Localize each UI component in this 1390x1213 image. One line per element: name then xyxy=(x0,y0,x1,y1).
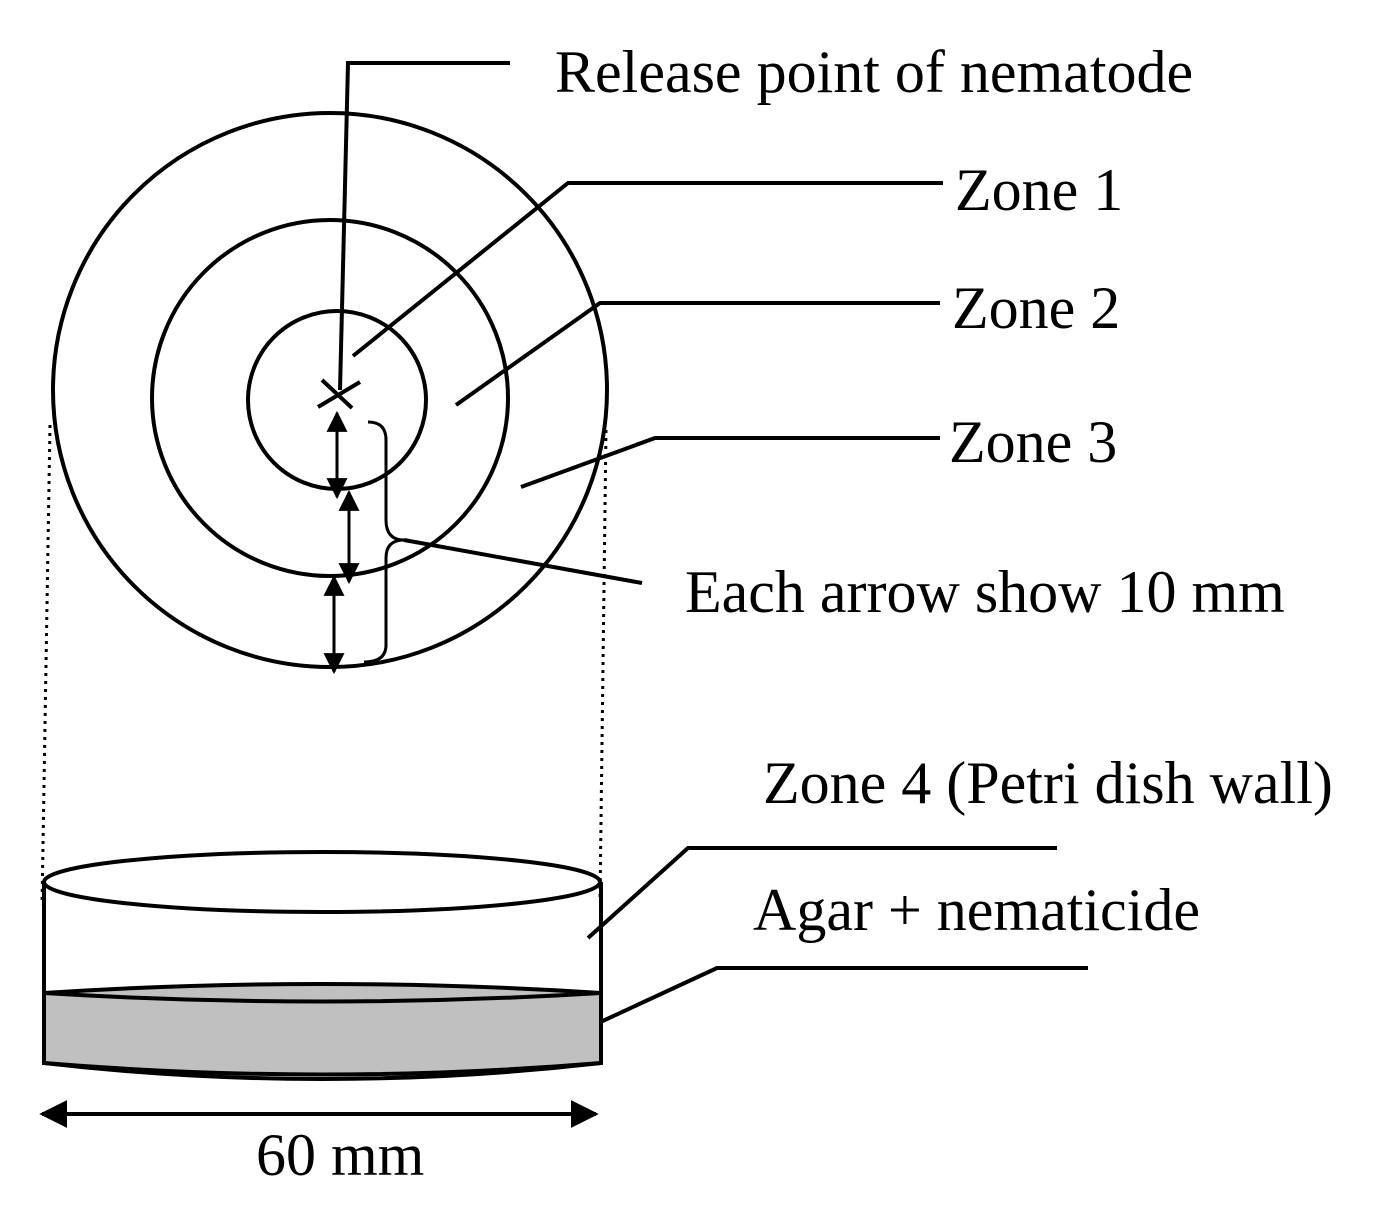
dish-rim xyxy=(42,850,602,914)
projection-line-right xyxy=(598,429,608,901)
release-point-cross-icon xyxy=(316,378,362,410)
agar-label: Agar + nematicide xyxy=(753,877,1200,943)
agar-surface-edge xyxy=(43,991,602,1004)
leader-arrow-note xyxy=(403,538,643,585)
release-point-label: Release point of nematode xyxy=(555,39,1193,105)
zone1-label: Zone 1 xyxy=(955,157,1123,223)
projection-lines xyxy=(40,424,608,906)
zone3-label: Zone 3 xyxy=(949,409,1117,475)
scale-brace xyxy=(363,420,405,664)
leader-zone4 xyxy=(586,846,1057,940)
side-view xyxy=(42,850,603,1081)
arrow-note-label: Each arrow show 10 mm xyxy=(685,559,1285,625)
dish-bottom xyxy=(43,1061,602,1081)
scale-arrows xyxy=(323,410,360,675)
zone2-label: Zone 2 xyxy=(952,275,1120,341)
top-view xyxy=(51,111,609,675)
leader-zone2 xyxy=(454,301,940,407)
leader-zone3 xyxy=(520,436,940,489)
projection-line-left xyxy=(40,424,52,906)
diameter-label: 60 mm xyxy=(256,1122,424,1188)
leader-lines xyxy=(338,61,1088,1040)
zone4-label: Zone 4 (Petri dish wall) xyxy=(763,750,1333,816)
leader-zone1 xyxy=(351,181,943,358)
leader-release-point xyxy=(338,61,510,391)
leader-agar xyxy=(565,966,1088,1040)
